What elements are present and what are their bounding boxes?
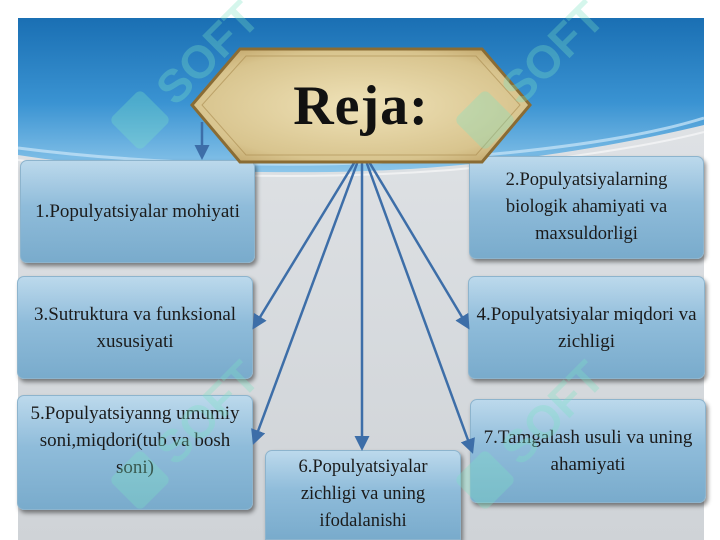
plan-item-1: 1.Populyatsiyalar mohiyati <box>20 160 255 263</box>
plan-item-7: 7.Tamgalash usuli va uning ahamiyati <box>470 399 706 503</box>
plan-item-1-text: 1.Populyatsiyalar mohiyati <box>35 201 240 222</box>
title-badge: Reja: <box>190 47 532 164</box>
plan-item-2-text: 2.Populyatsiyalarning biologik ahamiyati… <box>505 170 668 244</box>
plan-item-5-text: 5.Populyatsiyanng umumiy soni,miqdori(tu… <box>30 403 240 478</box>
plan-item-6-text: 6.Populyatsiyalar zichligi va uning ifod… <box>298 457 428 531</box>
parchment-hexagon <box>190 47 532 164</box>
plan-item-3: 3.Sutruktura va funksional xususiyati <box>17 276 253 379</box>
slide-title: Reja: <box>293 74 429 137</box>
plan-item-3-text: 3.Sutruktura va funksional xususiyati <box>33 303 237 352</box>
plan-item-5: 5.Populyatsiyanng umumiy soni,miqdori(tu… <box>17 395 253 510</box>
plan-item-7-text: 7.Tamgalash usuli va uning ahamiyati <box>483 427 693 475</box>
plan-item-2: 2.Populyatsiyalarning biologik ahamiyati… <box>469 156 704 259</box>
plan-item-4-text: 4.Populyatsiyalar miqdori va zichligi <box>476 303 697 352</box>
plan-item-4: 4.Populyatsiyalar miqdori va zichligi <box>468 276 705 379</box>
plan-item-6: 6.Populyatsiyalar zichligi va uning ifod… <box>265 450 461 540</box>
